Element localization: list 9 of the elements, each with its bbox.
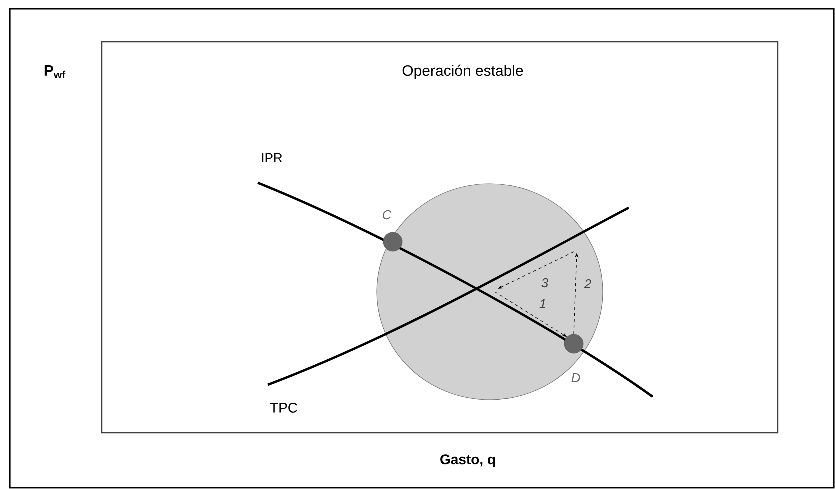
point-label: D [572, 374, 580, 382]
curve-label: TPC [270, 403, 298, 413]
plot-title: Operación estable [402, 64, 524, 80]
axis-label: P$_{wf}$ [44, 66, 66, 78]
curve-label: IPR [262, 154, 282, 162]
axis-label: Gasto, q [440, 454, 496, 468]
point-marker [564, 334, 584, 354]
point-marker [383, 232, 403, 252]
point-label: C [383, 210, 392, 220]
